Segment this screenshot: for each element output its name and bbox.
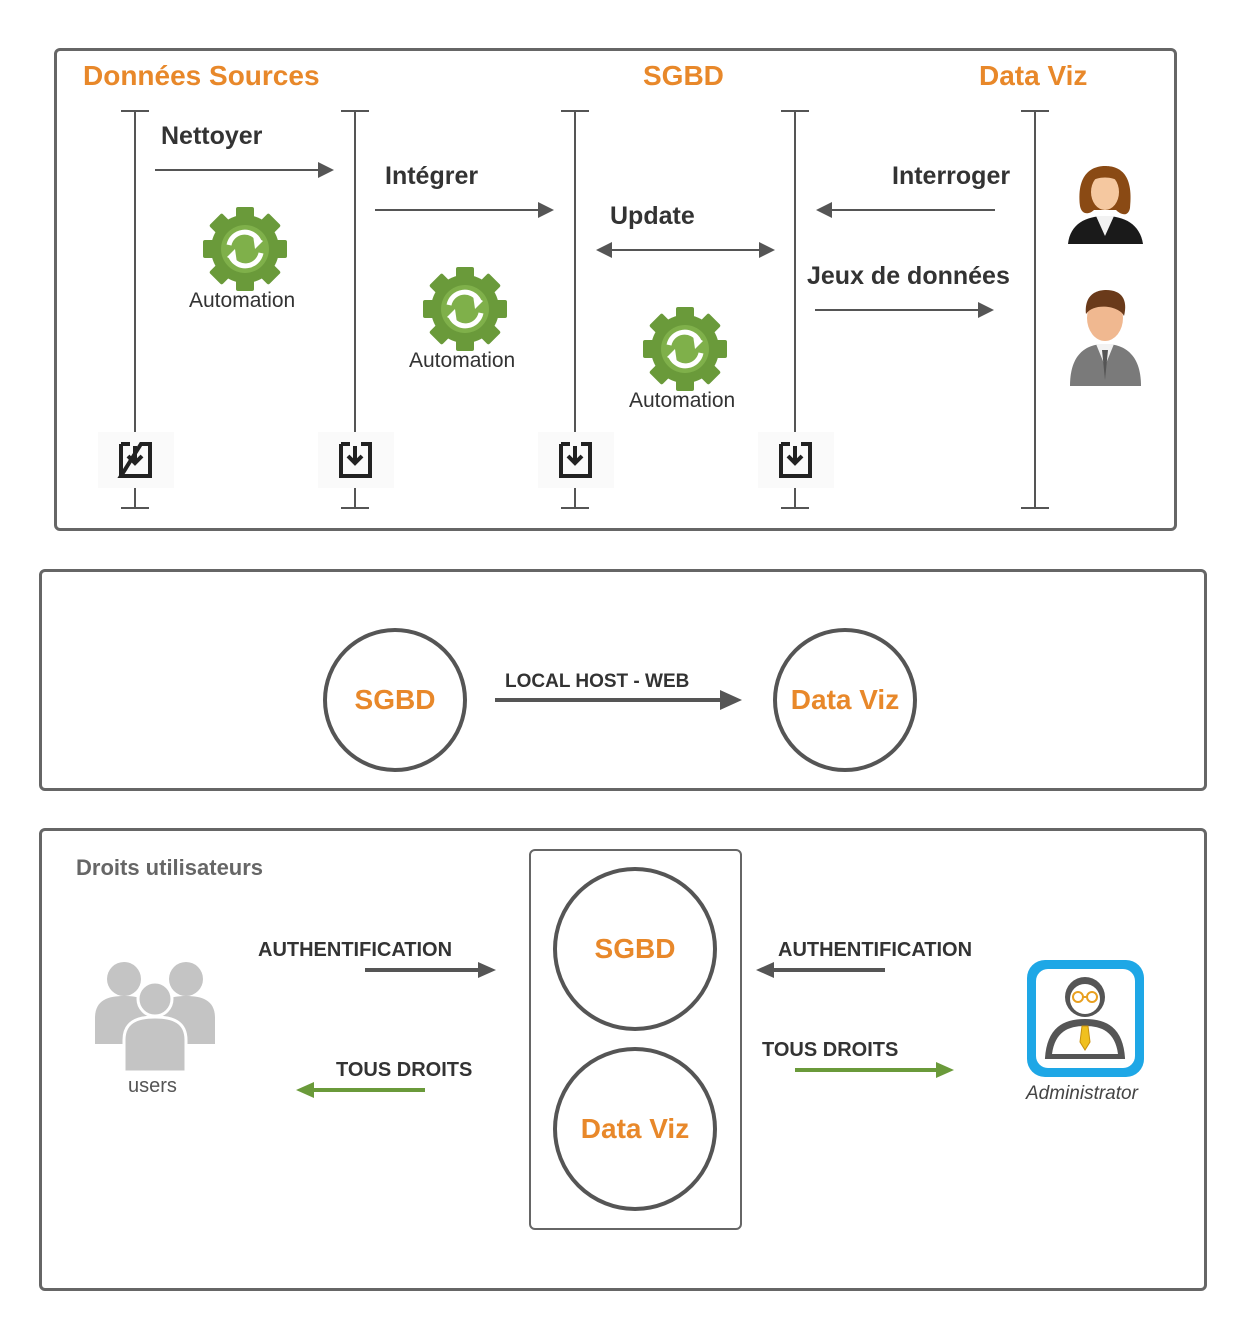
label-integrer: Intégrer bbox=[385, 162, 479, 190]
lifelines bbox=[121, 110, 1049, 509]
dataviz-node: Data Viz bbox=[773, 628, 917, 772]
label-jeux-de-donnees: Jeux de données bbox=[807, 262, 1010, 290]
admin-label: Administrator bbox=[1026, 1083, 1138, 1104]
rights-left-label: TOUS DROITS bbox=[336, 1059, 473, 1081]
auth-right-label: AUTHENTIFICATION bbox=[778, 939, 973, 961]
woman-user-icon bbox=[1068, 166, 1143, 244]
connection-panel bbox=[39, 569, 1207, 791]
rights-title: Droits utilisateurs bbox=[76, 855, 264, 880]
automation-label: Automation bbox=[629, 389, 736, 412]
label-nettoyer: Nettoyer bbox=[161, 122, 263, 150]
gear-sync-icon bbox=[643, 307, 727, 391]
download-box-icon bbox=[538, 432, 614, 488]
dataviz-node-label: Data Viz bbox=[790, 684, 900, 715]
download-box-icon bbox=[758, 432, 834, 488]
gear-sync-icon bbox=[423, 267, 507, 351]
dataviz-node: Data Viz bbox=[553, 1047, 717, 1211]
header-sources: Données Sources bbox=[83, 60, 320, 91]
automation-label: Automation bbox=[409, 349, 516, 372]
automation-label: Automation bbox=[189, 289, 296, 312]
label-update: Update bbox=[610, 202, 695, 230]
link-label: LOCAL HOST - WEB bbox=[505, 671, 690, 692]
man-user-icon bbox=[1070, 290, 1141, 386]
sgbd-node: SGBD bbox=[323, 628, 467, 772]
header-dataviz: Data Viz bbox=[979, 60, 1088, 91]
dataviz-node-label: Data Viz bbox=[580, 1113, 690, 1144]
auth-left-label: AUTHENTIFICATION bbox=[258, 939, 453, 961]
rights-right-label: TOUS DROITS bbox=[762, 1039, 899, 1061]
download-box-icon bbox=[318, 432, 394, 488]
users-label: users bbox=[128, 1075, 177, 1097]
sgbd-node-label: SGBD bbox=[594, 933, 676, 964]
header-sgbd: SGBD bbox=[643, 60, 724, 91]
sgbd-node: SGBD bbox=[553, 867, 717, 1031]
sgbd-node-label: SGBD bbox=[354, 684, 436, 715]
label-interroger: Interroger bbox=[892, 162, 1011, 190]
download-box-icon bbox=[98, 432, 174, 488]
gear-sync-icon bbox=[203, 207, 287, 291]
